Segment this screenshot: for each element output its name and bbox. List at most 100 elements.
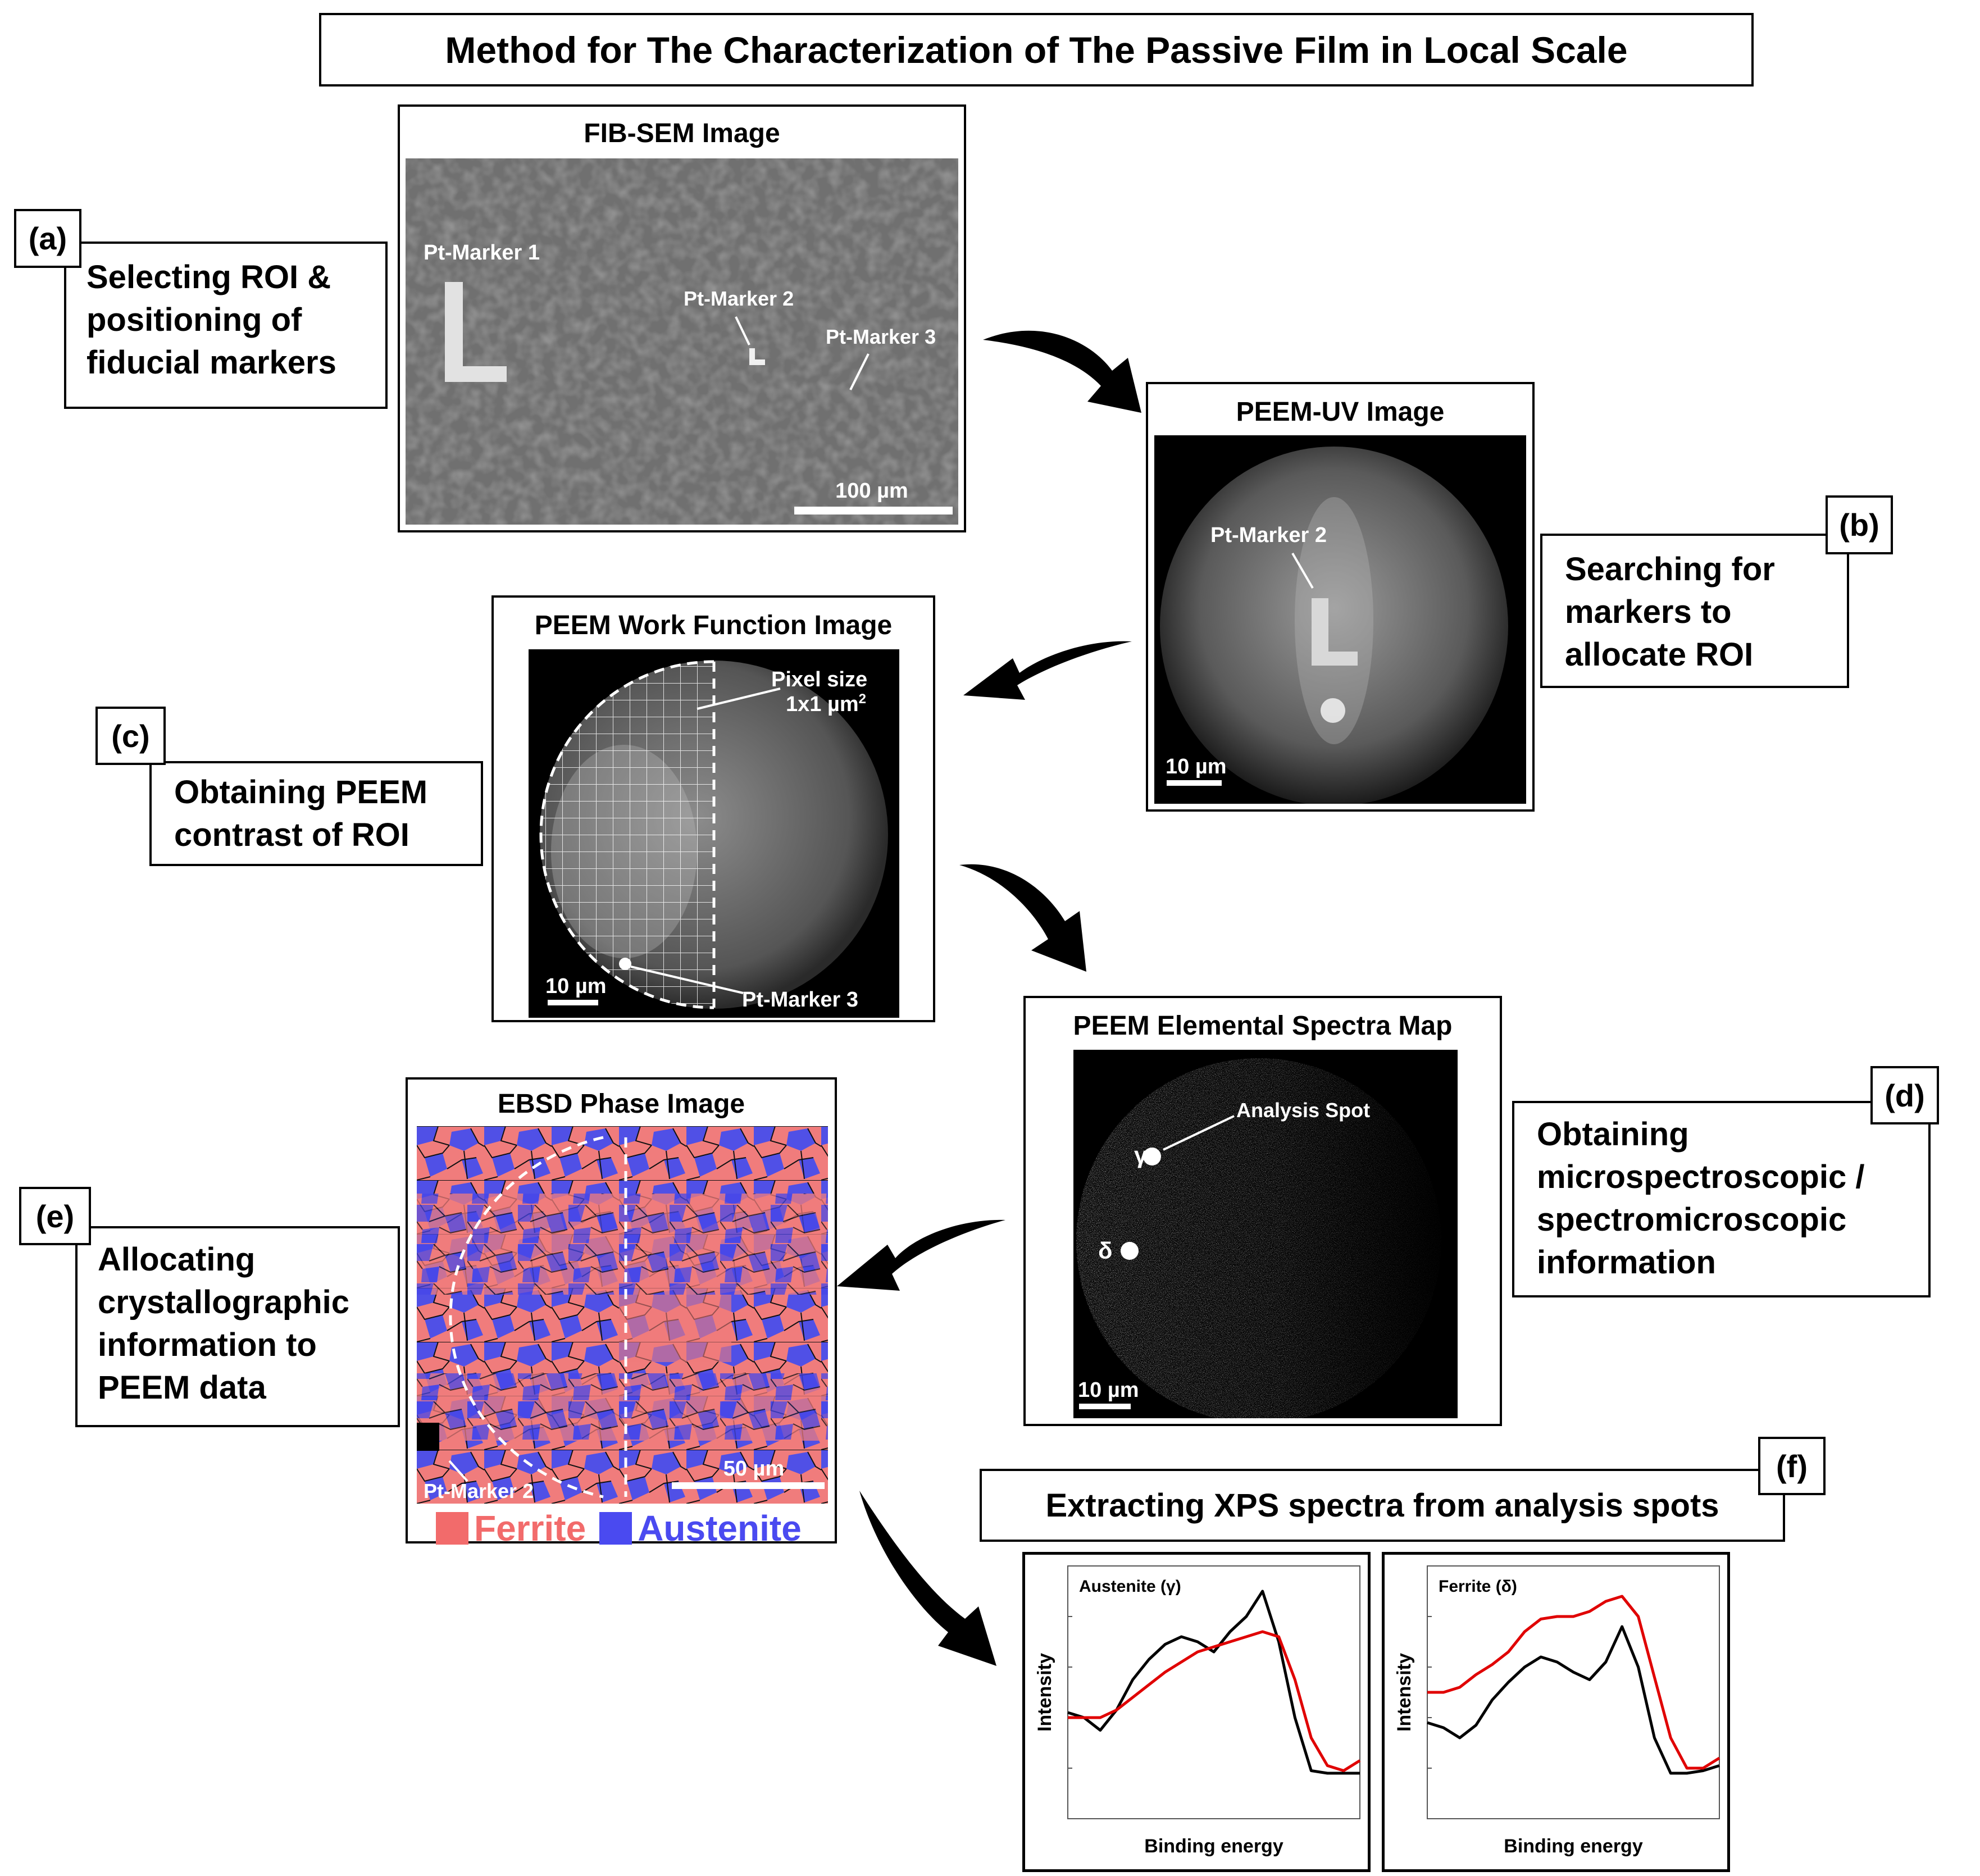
step-d-line-1: Obtaining <box>1537 1116 1689 1153</box>
series-line-0 <box>1427 1625 1720 1775</box>
fib-sem-scale-bar <box>794 507 953 514</box>
delta-label: δ <box>1098 1237 1112 1264</box>
step-c-line-1: Obtaining PEEM <box>174 774 428 810</box>
step-e-letter-text: (e) <box>35 1198 75 1234</box>
step-e-letter: (e) <box>19 1187 91 1245</box>
analysis-spot-delta <box>1121 1242 1139 1260</box>
pt-marker-2-label: Pt-Marker 2 <box>684 287 794 310</box>
peem-esm-scale-label: 10 µm <box>1078 1378 1139 1402</box>
peem-esm-scale-bar <box>1079 1404 1131 1409</box>
flow-arrow-a-b <box>983 330 1141 413</box>
step-e-box: Allocating crystallographic information … <box>75 1226 400 1427</box>
peem-esm-field <box>1073 1050 1458 1418</box>
step-d-line-3: spectromicroscopic <box>1537 1201 1847 1238</box>
peem-wf-image: Pixel size 1x1 µm2 Pt-Marker 3 10 µm <box>529 649 899 1018</box>
peem-wf-pixel-label-2: 1x1 µm2 <box>786 691 866 716</box>
ebsd-scale-bar <box>672 1482 825 1489</box>
peem-wf-pixel-arrow <box>697 687 781 710</box>
step-e-line-4: PEEM data <box>98 1369 266 1406</box>
flow-arrow-d-e <box>837 1219 1005 1291</box>
flow-arrow-c-d <box>959 864 1086 972</box>
ebsd-roi-arc <box>449 1136 604 1499</box>
chart-title: Ferrite (δ) <box>1439 1577 1517 1596</box>
peem-wf-roi-arc <box>539 660 714 1009</box>
peem-wf-marker-label: Pt-Marker 3 <box>742 988 858 1012</box>
series-line-1 <box>1427 1595 1720 1770</box>
step-d-line-2: microspectroscopic / <box>1537 1159 1865 1195</box>
peem-uv-scale-bar <box>1167 780 1222 786</box>
ebsd-image: Pt-Marker 2 50 µm <box>417 1126 828 1504</box>
step-c-line-2: contrast of ROI <box>174 817 409 853</box>
pt-marker-3-label: Pt-Marker 3 <box>826 325 936 348</box>
step-b-box: Searching for markers to allocate ROI <box>1540 534 1849 688</box>
step-c-box: Obtaining PEEM contrast of ROI <box>149 761 483 866</box>
step-a-line-1: Selecting ROI & <box>87 259 331 295</box>
step-b-line-2: markers to <box>1565 594 1732 630</box>
xps-chart-ferrite: Ferrite (δ) Binding energy Intensity <box>1394 1565 1720 1857</box>
peem-uv-image: Pt-Marker 2 10 µm <box>1154 435 1526 804</box>
pt-marker-1-label: Pt-Marker 1 <box>424 241 540 265</box>
step-f-letter-text: (f) <box>1776 1448 1808 1484</box>
peem-uv-marker-label: Pt-Marker 2 <box>1210 523 1327 547</box>
peem-uv-field <box>1160 447 1508 804</box>
x-axis-label: Binding energy <box>1144 1836 1283 1857</box>
step-d-letter: (d) <box>1870 1066 1939 1124</box>
peem-esm-title: PEEM Elemental Spectra Map <box>1073 1011 1453 1041</box>
peem-uv-marker-shape <box>1312 598 1358 666</box>
step-a-letter: (a) <box>14 209 81 268</box>
step-f-box: Extracting XPS spectra from analysis spo… <box>980 1469 1785 1542</box>
peem-uv-scale-label: 10 µm <box>1166 755 1227 778</box>
analysis-spot-gamma <box>1143 1148 1161 1165</box>
flow-arrow-e-f <box>859 1491 996 1666</box>
y-axis-label: Intensity <box>1394 1653 1415 1732</box>
step-e-line-3: information to <box>98 1327 317 1363</box>
step-b-line-1: Searching for <box>1565 551 1775 588</box>
peem-esm-panel: PEEM Elemental Spectra Map γ δ Analysis … <box>1023 996 1502 1426</box>
peem-wf-title: PEEM Work Function Image <box>534 611 893 640</box>
plot-area <box>1067 1565 1360 1819</box>
step-a-letter-text: (a) <box>28 221 67 256</box>
ebsd-title: EBSD Phase Image <box>497 1089 745 1119</box>
peem-uv-panel: PEEM-UV Image Pt-Marker 2 10 µm <box>1146 382 1535 812</box>
pt-marker-3-arrow <box>849 353 870 390</box>
ebsd-legend: Ferrite Austenite <box>436 1508 802 1549</box>
flow-arrow-b-c <box>963 641 1132 700</box>
peem-wf-scale-label: 10 µm <box>545 975 607 998</box>
fib-sem-image: Pt-Marker 1 Pt-Marker 2 Pt-Marker 3 100 … <box>406 158 958 525</box>
legend-swatch-austenite <box>599 1512 632 1545</box>
step-d-box: Obtaining microspectroscopic / spectromi… <box>1512 1101 1931 1297</box>
step-b-letter: (b) <box>1826 495 1893 554</box>
step-a-line-2: positioning of <box>87 302 302 338</box>
gamma-label: γ <box>1134 1142 1148 1168</box>
fib-sem-scale-label: 100 µm <box>835 479 908 503</box>
step-c-letter-text: (c) <box>111 718 150 754</box>
fib-sem-panel: FIB-SEM Image Pt-Marker 1 Pt-Marker 2 Pt… <box>398 104 966 532</box>
analysis-spot-label: Analysis Spot <box>1236 1099 1370 1122</box>
step-d-letter-text: (d) <box>1885 1077 1925 1113</box>
ebsd-marker-label: Pt-Marker 2 <box>424 1479 534 1502</box>
step-b-letter-text: (b) <box>1839 507 1879 543</box>
fib-sem-title: FIB-SEM Image <box>584 119 780 148</box>
ebsd-panel: EBSD Phase Image Pt-M <box>406 1077 837 1549</box>
legend-label-ferrite: Ferrite <box>474 1508 586 1549</box>
step-e-line-1: Allocating <box>98 1241 256 1278</box>
peem-wf-pixel-label-1: Pixel size <box>771 668 867 691</box>
step-a-line-3: fiducial markers <box>87 344 336 381</box>
x-axis-label: Binding energy <box>1504 1836 1643 1857</box>
ebsd-scale-label: 50 µm <box>723 1457 785 1481</box>
legend-label-austenite: Austenite <box>638 1508 802 1549</box>
step-f-text: Extracting XPS spectra from analysis spo… <box>1045 1487 1719 1524</box>
peem-uv-title: PEEM-UV Image <box>1236 397 1445 427</box>
plot-area <box>1427 1565 1720 1819</box>
main-title: Method for The Characterization of The P… <box>319 13 1754 86</box>
pt-marker-2-arrow <box>735 316 750 345</box>
xps-chart-ferrite-frame: Ferrite (δ) Binding energy Intensity <box>1382 1552 1730 1872</box>
peem-wf-panel: PEEM Work Function Image Pixel size 1x1 … <box>491 595 935 1022</box>
pt-marker-1-shape <box>445 282 507 382</box>
peem-esm-image: γ δ Analysis Spot 10 µm <box>1073 1050 1458 1418</box>
step-f-letter: (f) <box>1758 1437 1826 1495</box>
pt-marker-2-shape <box>749 348 765 365</box>
legend-swatch-ferrite <box>436 1512 468 1545</box>
